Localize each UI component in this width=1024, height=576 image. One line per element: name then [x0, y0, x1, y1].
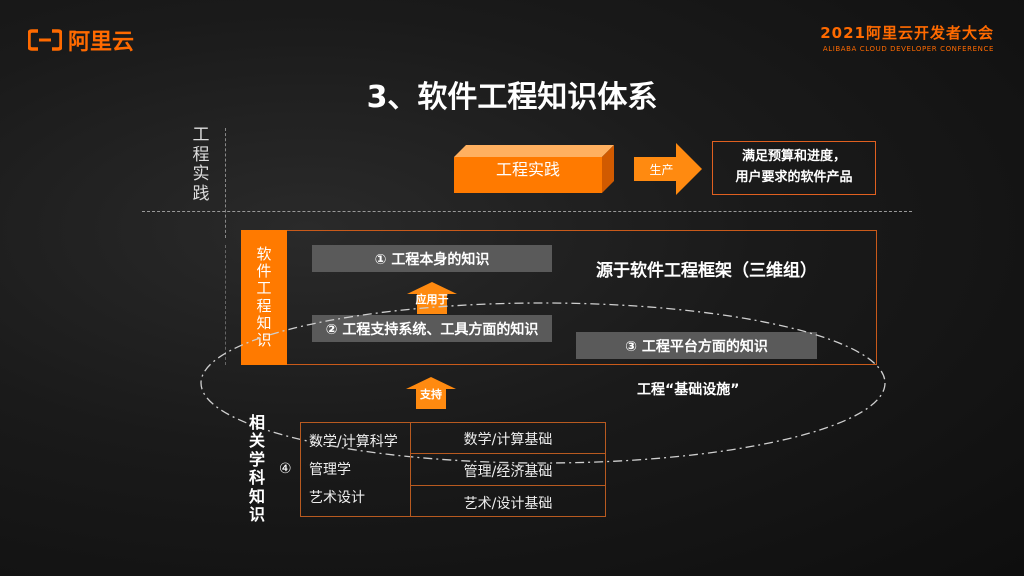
knowledge-item-1: ① 工程本身的知识 — [312, 245, 552, 272]
label-char: 知 — [256, 313, 272, 332]
apply-label: 应用于 — [415, 293, 449, 306]
discipline-item: 管理学 — [309, 462, 351, 478]
table-divider — [410, 422, 411, 517]
table-divider — [410, 453, 606, 454]
knowledge-item-2: ② 工程支持系统、工具方面的知识 — [312, 315, 552, 342]
axis-char: 工 — [192, 125, 210, 145]
label-char: 软 — [256, 244, 272, 263]
logo-text: 阿里云 — [68, 30, 135, 55]
alibaba-cloud-logo-icon — [28, 29, 62, 51]
alibaba-cloud-logo: 阿里云 — [28, 24, 134, 56]
table-divider — [410, 485, 606, 486]
engineering-practice-label: 工程实践 — [495, 160, 560, 179]
result-box: 满足预算和进度， 用户要求的软件产品 — [712, 141, 876, 195]
result-line-2: 用户要求的软件产品 — [735, 170, 853, 185]
label-char: 工 — [256, 279, 272, 298]
engineering-practice-prism — [454, 145, 614, 193]
framework-source-text: 源于软件工程框架（三维组） — [596, 261, 817, 281]
discipline-item: 艺术设计 — [309, 490, 365, 506]
label-char: 程 — [256, 296, 272, 315]
related-discipline-knowledge-label: 相 关 学 科 知 识 — [246, 413, 268, 524]
axis-char: 实 — [192, 164, 210, 185]
page-title: 3、软件工程知识体系 — [366, 80, 658, 115]
produce-label: 生产 — [649, 163, 674, 177]
label-char: 知 — [248, 486, 265, 506]
support-label: 支持 — [420, 388, 442, 401]
foundation-item: 管理/经济基础 — [463, 464, 553, 480]
horizontal-divider — [142, 211, 912, 212]
label-char: 关 — [248, 431, 265, 451]
produce-arrow — [634, 143, 702, 195]
infrastructure-label: 工程“基础设施” — [637, 382, 740, 398]
label-char: 相 — [248, 413, 265, 432]
discipline-item: 数学/计算科学 — [309, 434, 398, 450]
vertical-divider-lower — [225, 245, 226, 365]
conference-title: 2021阿里云开发者大会 — [820, 24, 994, 42]
foundation-item: 艺术/设计基础 — [463, 496, 553, 512]
vertical-divider — [225, 128, 226, 238]
foundation-item: 数学/计算基础 — [463, 432, 553, 448]
label-char: 识 — [248, 504, 265, 524]
item-4-marker: ④ — [279, 461, 292, 477]
label-char: 识 — [256, 331, 272, 349]
software-engineering-knowledge-label: 软 件 工 程 知 识 — [241, 230, 287, 365]
axis-char: 践 — [192, 183, 210, 204]
label-char: 件 — [256, 262, 272, 280]
result-line-1: 满足预算和进度， — [741, 149, 846, 165]
conference-subtitle: ALIBABA CLOUD DEVELOPER CONFERENCE — [822, 45, 994, 53]
engineering-practice-axis-label: 工 程 实 践 — [190, 125, 212, 204]
label-char: 学 — [248, 449, 265, 469]
conference-header: 2021阿里云开发者大会 ALIBABA CLOUD DEVELOPER CON… — [820, 22, 994, 53]
related-discipline-table — [300, 422, 606, 517]
axis-char: 程 — [192, 144, 210, 165]
label-char: 科 — [248, 468, 265, 488]
knowledge-item-3: ③ 工程平台方面的知识 — [576, 332, 817, 359]
